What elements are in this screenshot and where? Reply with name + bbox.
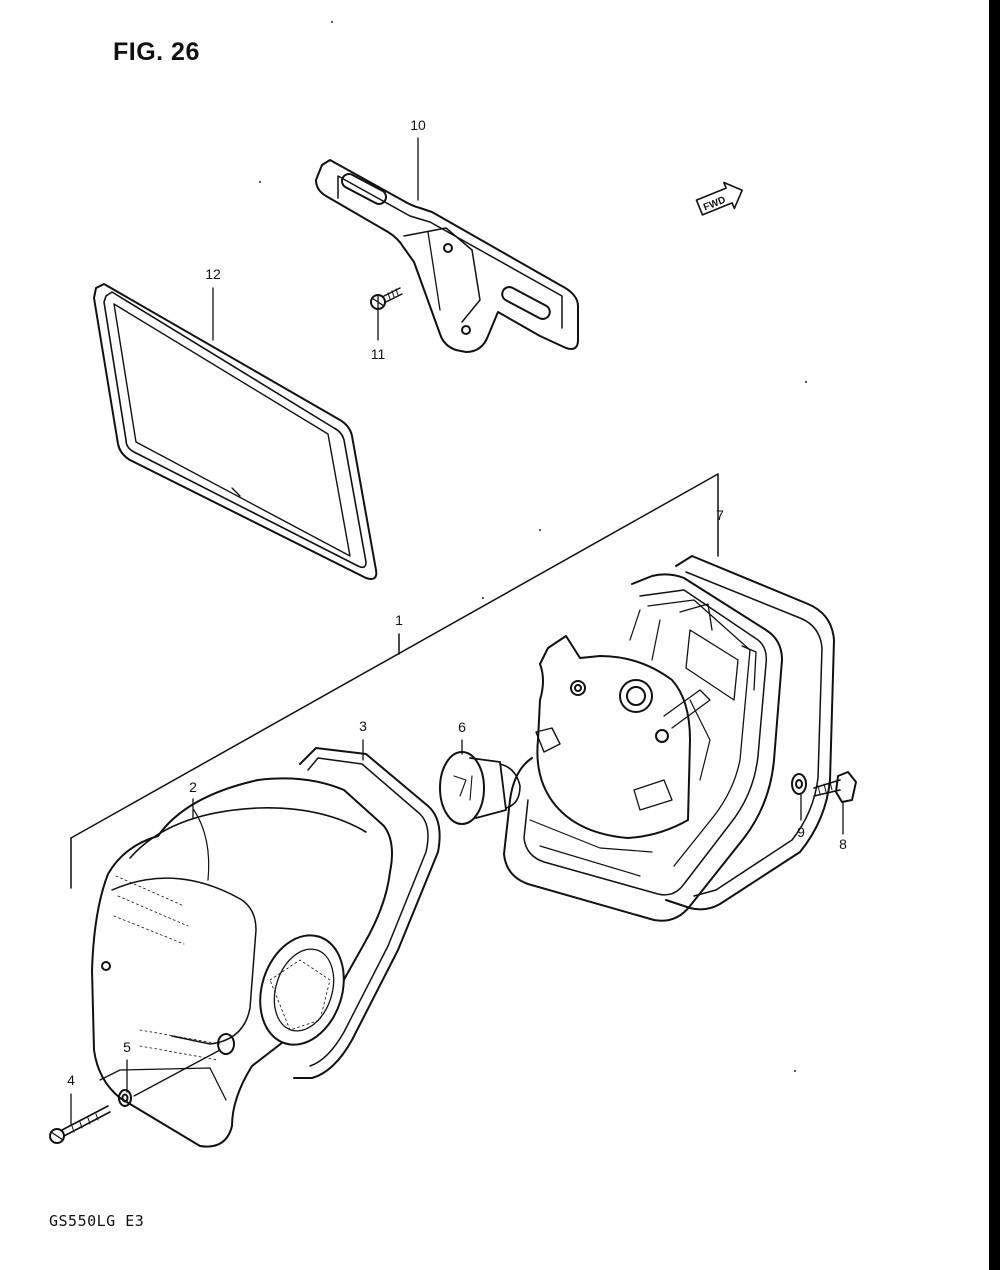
model-code: GS550LG E3 [49, 1212, 145, 1230]
callout-9: 9 [797, 824, 805, 840]
lens-gasket-icon [293, 747, 441, 1079]
callout-1: 1 [395, 612, 403, 628]
forward-arrow-icon: FWD [695, 181, 743, 216]
screw-icon [49, 1105, 111, 1144]
washer-icon [791, 773, 807, 795]
license-bracket-icon [315, 159, 579, 353]
callout-6: 6 [458, 719, 466, 735]
scan-specks [259, 21, 807, 1072]
callout-3: 3 [359, 718, 367, 734]
callout-2: 2 [189, 779, 197, 795]
callout-12: 12 [205, 266, 221, 282]
callout-8: 8 [839, 836, 847, 852]
page-edge-bar [989, 0, 1000, 1270]
screw-icon [370, 287, 403, 310]
leader-lines [70, 137, 844, 1126]
callout-10: 10 [410, 117, 426, 133]
plate-frame-icon [93, 283, 378, 580]
callout-5: 5 [123, 1039, 131, 1055]
callout-4: 4 [67, 1072, 75, 1088]
washer-icon [118, 1089, 132, 1107]
callout-7: 7 [716, 507, 724, 523]
lamp-housing-icon [503, 573, 783, 922]
figure-title: FIG. 26 [113, 38, 200, 66]
housing-gasket-icon [665, 555, 835, 911]
bolt-icon [813, 771, 857, 803]
assembly-bracket [70, 473, 719, 889]
lens-icon [91, 777, 393, 1148]
callout-11: 11 [370, 346, 386, 362]
